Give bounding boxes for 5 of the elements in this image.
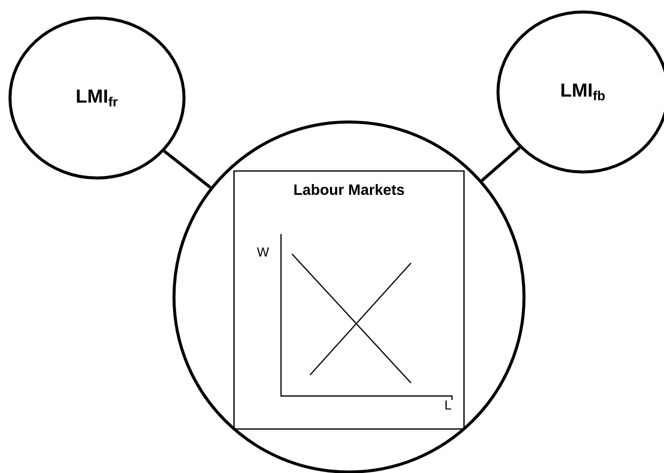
ellipse-node: LMI$_{fr}$: [8, 16, 186, 180]
connector-line: [480, 146, 521, 182]
connector-line: [163, 150, 212, 189]
axis-label: L: [445, 400, 452, 410]
axis-label: W: [256, 248, 270, 256]
